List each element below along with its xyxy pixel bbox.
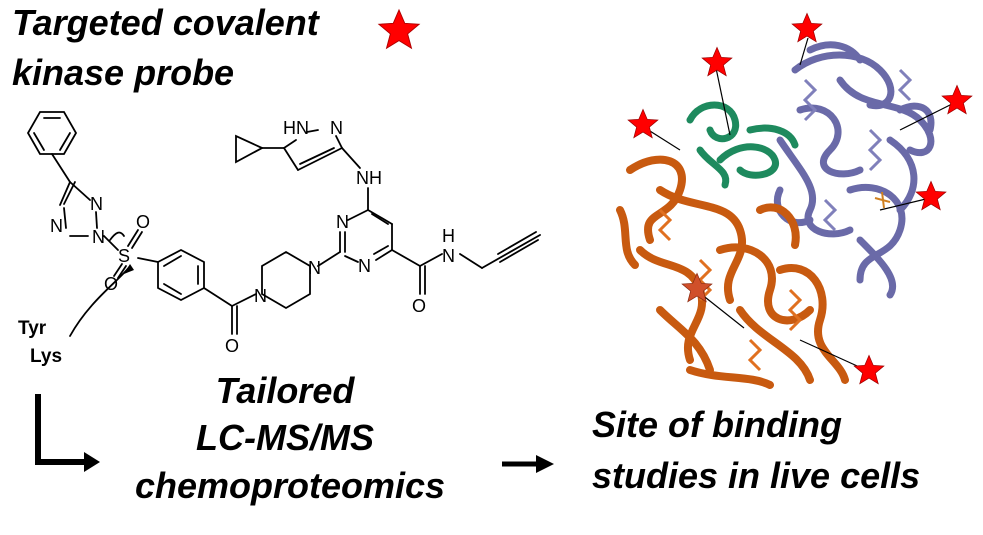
pyrazole-hn-label: HN	[283, 118, 309, 138]
protein-green-domain	[686, 101, 799, 189]
amide-h-label: H	[442, 226, 455, 246]
pyrimidine-n1-label: N	[336, 212, 349, 232]
pyrazole-n-label: N	[330, 118, 343, 138]
method-line-1: Tailored	[215, 370, 355, 411]
faded-star-icon	[681, 272, 713, 303]
red-star-icon	[853, 354, 885, 385]
pyrimidine-n2-label: N	[358, 256, 371, 276]
sulfonyl-o1-label: O	[136, 212, 150, 232]
title-star-icon	[377, 8, 421, 50]
red-star-icon	[701, 46, 733, 77]
protein-orange-domain	[616, 155, 849, 389]
chemical-structure: N N N S O O O N N N N NH HN N O N H	[26, 111, 541, 356]
method-line-3: chemoproteomics	[134, 465, 446, 506]
right-arrow-icon	[502, 455, 554, 473]
piperazine-n1-label: N	[254, 286, 267, 306]
amide-o-label: O	[412, 296, 426, 316]
triazole-n1-label: N	[90, 194, 103, 214]
red-star-icon	[915, 180, 947, 211]
lys-label: Lys	[30, 346, 63, 367]
triazole-n2-label: N	[50, 216, 63, 236]
red-star-icon	[791, 12, 823, 43]
triazole-n3-label: N	[92, 227, 105, 247]
amine-nh-label: NH	[356, 168, 382, 188]
right-angle-arrow-icon	[35, 394, 100, 472]
protein-structure-image	[616, 37, 957, 389]
red-star-icon	[627, 108, 659, 139]
piperazine-n2-label: N	[308, 258, 321, 278]
red-star-icon	[941, 84, 973, 115]
tyr-label: Tyr	[18, 318, 47, 339]
sulfur-label: S	[118, 246, 130, 266]
amide-n-label: N	[442, 246, 455, 266]
method-line-2: LC-MS/MS	[196, 417, 374, 458]
carbonyl-o-label: O	[225, 336, 239, 356]
outcome-line-2: studies in live cells	[592, 455, 921, 496]
sulfonyl-o2-label: O	[104, 274, 118, 294]
title-line-2: kinase probe	[12, 52, 235, 93]
title-line-1: Targeted covalent	[12, 2, 319, 43]
outcome-line-1: Site of binding	[592, 404, 842, 445]
